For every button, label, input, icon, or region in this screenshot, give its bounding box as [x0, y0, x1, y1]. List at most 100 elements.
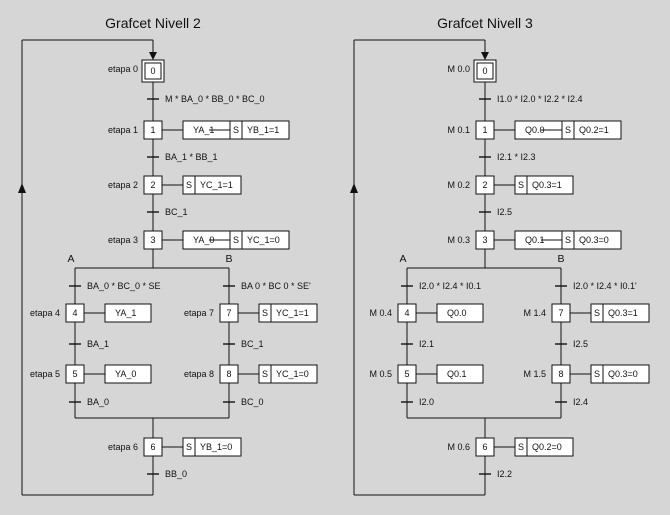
branch-b-label: B: [225, 253, 232, 265]
diagram-title: Grafcet Nivell 3: [437, 15, 533, 31]
transition-label-t01: M * BA_0 * BB_0 * BC_0: [165, 94, 265, 104]
action-step1-set-value-box: [573, 120, 622, 140]
arrow-head: [149, 52, 157, 60]
action-step2-set-s: S: [518, 180, 524, 190]
transition-label-t01: I1.0 * I2.0 * I2.2 * I2.4: [497, 94, 583, 104]
action-step7-set-s: S: [594, 308, 600, 318]
action-step4-text: YA_1: [115, 308, 136, 318]
action-step4: [436, 303, 484, 323]
action-step2-set-value-box: [526, 175, 574, 195]
action-step4-text: Q0.0: [447, 308, 467, 318]
action-step7-set-s: S: [262, 308, 268, 318]
transition-label-t56: I2.0: [419, 397, 434, 407]
step-number-s6: 6: [482, 442, 487, 452]
action-step8-set-value-box: [602, 364, 650, 384]
step-number-s6: 6: [150, 442, 155, 452]
action-step1-set-s: S: [233, 125, 239, 135]
action-step6-set-text: Q0.2=0: [532, 442, 562, 452]
transition-label-t56: BA_0: [87, 397, 109, 407]
transition-label-t60: BB_0: [165, 469, 187, 479]
transition-label-t78: I2.5: [573, 339, 588, 349]
transition-label-t78: BC_1: [241, 339, 264, 349]
action-step3-set-value-box: [573, 230, 622, 250]
step-number-s7: 7: [558, 308, 563, 318]
action-step8-set-text: YC_1=0: [276, 369, 309, 379]
step-number-s2: 2: [482, 180, 487, 190]
step-number-s2: 2: [150, 180, 155, 190]
transition-label-t37: I2.0 * I2.4 * I0.1': [573, 281, 637, 291]
step-label-s3: M 0.3: [447, 235, 470, 245]
step-number-s8: 8: [226, 369, 231, 379]
grafcet-nivell-3: Grafcet Nivell 3 I1.0 * I2.0 * I2.2 * I2.…: [350, 15, 650, 496]
transition-label-t23: I2.5: [497, 207, 512, 217]
action-step2-set-text: YC_1=1: [200, 180, 233, 190]
step-label-s5: etapa 5: [30, 369, 60, 379]
step-number-s0: 0: [150, 66, 155, 76]
action-step3-set-s: S: [565, 235, 571, 245]
step-number-s7: 7: [226, 308, 231, 318]
action-step2-set-text: Q0.3=1: [532, 180, 562, 190]
action-step1-set-s: S: [565, 125, 571, 135]
step-label-s1: etapa 1: [108, 125, 138, 135]
action-step5: [104, 364, 152, 384]
step-label-s2: etapa 2: [108, 180, 138, 190]
action-step4: [104, 303, 152, 323]
step-number-s3: 3: [150, 235, 155, 245]
action-step3-text: Q0.1: [525, 235, 545, 245]
action-step8-set-s: S: [594, 369, 600, 379]
action-step3-set-text: YC_1=0: [247, 235, 280, 245]
step-number-s5: 5: [404, 369, 409, 379]
action-step1-text: YA_1: [193, 125, 214, 135]
step-number-s0: 0: [482, 66, 487, 76]
step-label-s7: M 1.4: [523, 308, 546, 318]
transition-label-t12: I2.1 * I2.3: [497, 152, 536, 162]
initial-step-inner: [144, 62, 162, 80]
transition-label-t34: BA_0 * BC_0 * SE: [87, 281, 161, 291]
action-step7-set-value-box: [602, 303, 650, 323]
transition-label-t45: I2.1: [419, 339, 434, 349]
step-label-s4: M 0.4: [369, 308, 392, 318]
action-step1-text: Q0.0: [525, 125, 545, 135]
action-step1-set-value-box: [241, 120, 290, 140]
arrow-head: [481, 52, 489, 60]
step-label-s4: etapa 4: [30, 308, 60, 318]
branch-b-label: B: [557, 253, 564, 265]
action-step2-set-s: S: [186, 180, 192, 190]
step-number-s1: 1: [150, 125, 155, 135]
transition-label-t37: BA 0 * BC 0 * SE': [241, 281, 311, 291]
step-label-s1: M 0.1: [447, 125, 470, 135]
grafcet-nivell-2: Grafcet Nivell 2M * BA_0 * BB_0 * BC_0BA…: [18, 15, 318, 496]
branch-a-label: A: [67, 253, 74, 265]
action-step6-set-value-box: [194, 437, 242, 457]
action-step8-set-text: Q0.3=0: [608, 369, 638, 379]
step-number-s4: 4: [72, 308, 77, 318]
action-step3-set-value-box: [241, 230, 290, 250]
action-step7-set-value-box: [270, 303, 318, 323]
transition-label-t86: BC_0: [241, 397, 264, 407]
branch-a-label: A: [399, 253, 406, 265]
step-label-s7: etapa 7: [184, 308, 214, 318]
transition-label-t60: I2.2: [497, 469, 512, 479]
action-step7-set-text: Q0.3=1: [608, 308, 638, 318]
action-step1-set-text: YB_1=1: [247, 125, 279, 135]
transition-label-t12: BA_1 * BB_1: [165, 152, 218, 162]
action-step5-text: YA_0: [115, 369, 136, 379]
action-step6-set-s: S: [186, 442, 192, 452]
action-step8-set-value-box: [270, 364, 318, 384]
action-step5: [436, 364, 484, 384]
transition-label-t45: BA_1: [87, 339, 109, 349]
step-label-s0: etapa 0: [108, 64, 138, 74]
diagram-title: Grafcet Nivell 2: [105, 15, 201, 31]
transition-label-t86: I2.4: [573, 397, 588, 407]
action-step3-text: YA_0: [193, 235, 214, 245]
action-step3-set-text: Q0.3=0: [579, 235, 609, 245]
step-number-s8: 8: [558, 369, 563, 379]
action-step6-set-s: S: [518, 442, 524, 452]
action-step6-set-value-box: [526, 437, 574, 457]
action-step6-set-text: YB_1=0: [200, 442, 232, 452]
step-number-s5: 5: [72, 369, 77, 379]
step-label-s6: M 0.6: [447, 442, 470, 452]
loop-arrow-up: [18, 183, 26, 193]
action-step2-set-value-box: [194, 175, 242, 195]
step-label-s6: etapa 6: [108, 442, 138, 452]
